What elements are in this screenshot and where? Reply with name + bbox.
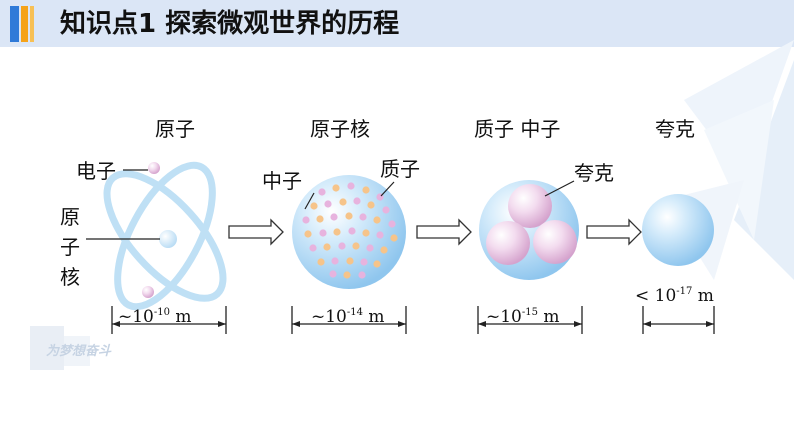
header-bar <box>0 0 794 47</box>
proton-dot <box>324 200 332 208</box>
quark-1 <box>508 184 552 228</box>
neutron-dot <box>352 242 360 250</box>
proton-dot <box>338 242 346 250</box>
quark-callout-line <box>544 180 575 197</box>
neutron-callout-line <box>304 192 315 210</box>
proton-dot <box>329 270 337 278</box>
header-accent-orange-light <box>30 6 34 42</box>
dimension-brackets <box>111 306 715 334</box>
proton-dot <box>331 257 339 265</box>
neutron-dot <box>362 229 370 237</box>
neutron-dot <box>332 184 340 192</box>
atom-orbits <box>103 161 227 311</box>
measure-nucleus: ~10-14 m <box>311 307 385 327</box>
neutron-dot <box>310 202 318 210</box>
electron-1 <box>148 162 160 174</box>
proton-dot <box>319 229 327 237</box>
proton-dot <box>360 258 368 266</box>
nucleus-label-1: 原 <box>60 205 80 229</box>
neutron-dot <box>373 260 381 268</box>
neutron-dot <box>343 271 351 279</box>
stage-title-proton-neutron: 质子 中子 <box>474 117 561 141</box>
watermark-text: 为梦想奋斗 <box>46 344 112 359</box>
neutron-dot <box>390 234 398 242</box>
page-title: 知识点1 探索微观世界的历程 <box>60 9 400 39</box>
neutron-dot <box>316 215 324 223</box>
proton-callout-line <box>380 181 395 197</box>
header-accent-orange <box>21 6 28 42</box>
atom-nucleus <box>159 230 177 248</box>
neutron-dot <box>380 246 388 254</box>
measure-atom: ~10-10 m <box>118 307 192 327</box>
proton-dot <box>366 244 374 252</box>
arrow-2 <box>416 218 472 246</box>
proton-dot <box>358 271 366 279</box>
quark-sphere <box>642 194 714 266</box>
proton-dot <box>376 231 384 239</box>
stage-title-atom: 原子 <box>155 117 195 141</box>
nucleus-label-3: 核 <box>60 265 80 289</box>
electron-label: 电子 <box>76 159 116 183</box>
proton-dot <box>382 206 390 214</box>
proton-dot <box>348 227 356 235</box>
proton-dot <box>388 220 396 228</box>
proton-dot <box>330 213 338 221</box>
measure-quark: < 10-17 m <box>635 286 714 306</box>
watermark-logo <box>30 326 90 370</box>
dimension-arrowheads <box>112 321 714 327</box>
proton-dot <box>318 188 326 196</box>
neutron-dot <box>304 230 312 238</box>
nucleus-label-2: 子 <box>60 235 80 259</box>
neutron-dot <box>333 228 341 236</box>
neutron-label: 中子 <box>262 169 302 193</box>
quark-3 <box>533 220 577 264</box>
neutron-dot <box>346 257 354 265</box>
arrow-3 <box>586 218 642 246</box>
stage-title-nucleus: 原子核 <box>310 117 370 141</box>
neutron-dot <box>339 198 347 206</box>
neutron-dot <box>373 216 381 224</box>
arrows <box>228 218 642 246</box>
electron-2 <box>142 286 154 298</box>
nucleons <box>302 182 398 279</box>
proton-dot <box>347 182 355 190</box>
neutron-dot <box>345 212 353 220</box>
stage-title-quark: 夸克 <box>655 117 695 141</box>
quark-label: 夸克 <box>574 161 614 185</box>
neutron-dot <box>317 258 325 266</box>
proton-dot <box>359 213 367 221</box>
proton-dot <box>309 244 317 252</box>
quark-2 <box>486 221 530 265</box>
neutron-dot <box>367 201 375 209</box>
neutron-dot <box>323 243 331 251</box>
arrow-1 <box>228 218 284 246</box>
proton-dot <box>302 216 310 224</box>
proton-dot <box>353 197 361 205</box>
measure-proton-neutron: ~10-15 m <box>486 307 560 327</box>
neutron-dot <box>362 186 370 194</box>
header-accent-blue <box>10 6 19 42</box>
proton-label: 质子 <box>380 157 420 181</box>
